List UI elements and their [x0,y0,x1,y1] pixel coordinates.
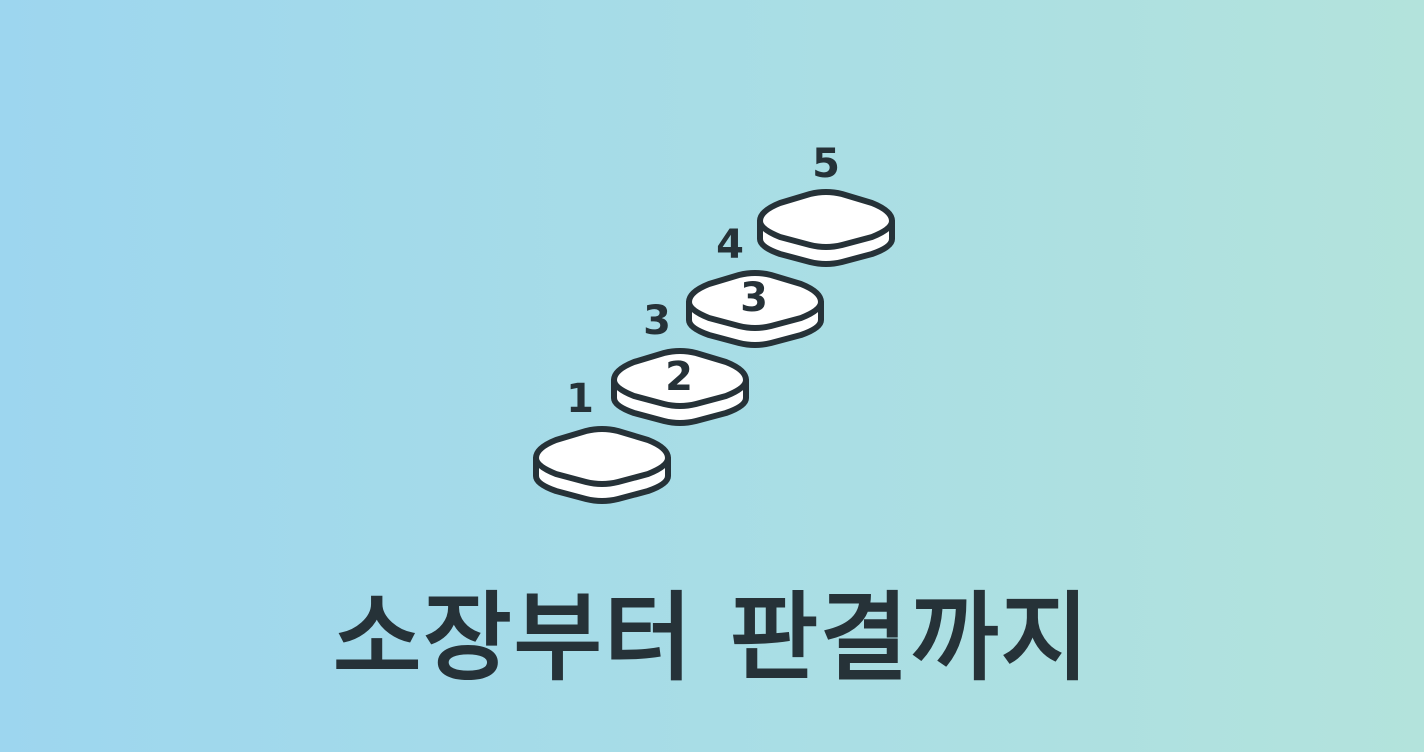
stepping-stone-4 [760,192,892,264]
step-label: 5 [812,141,840,187]
step-label: 2 [665,354,693,400]
page-title: 소장부터 판결까지 [333,582,1091,694]
step-label: 3 [643,298,671,344]
stepping-stone-1 [536,429,668,501]
step-label: 3 [740,275,768,321]
step-label: 1 [566,376,594,422]
step-label: 4 [716,222,744,268]
